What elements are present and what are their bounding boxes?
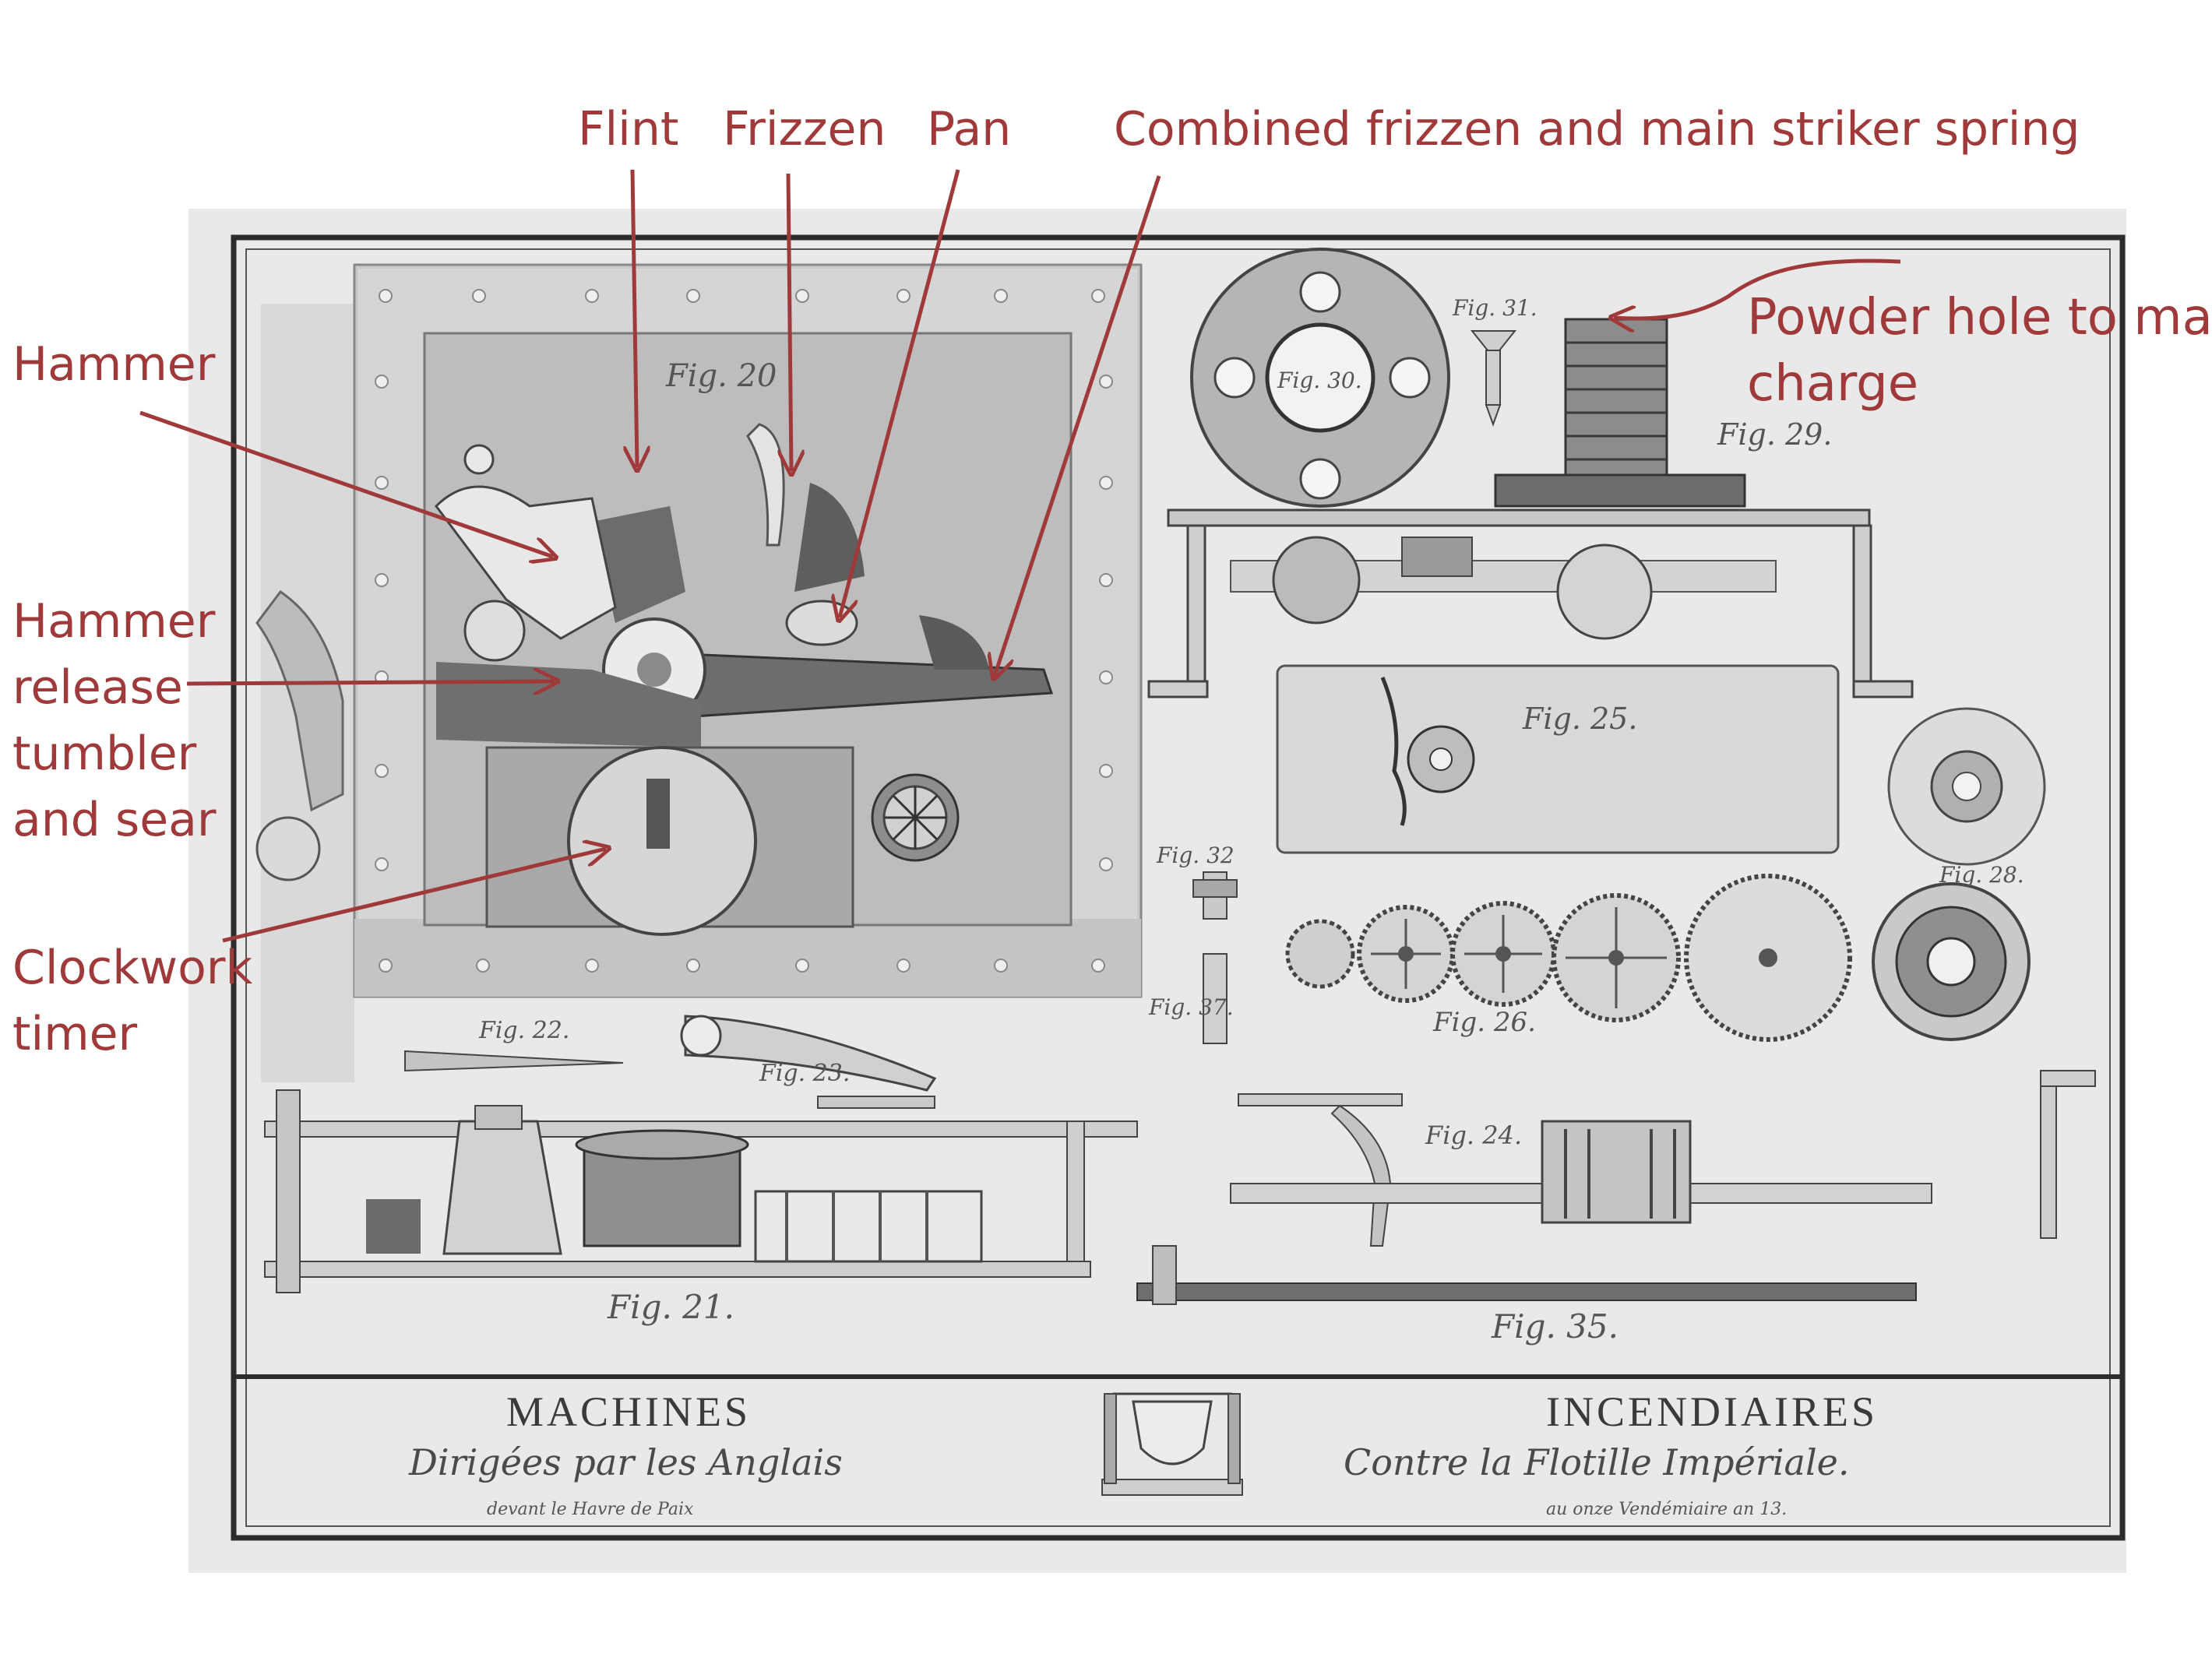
fig26-label: Fig. 26.	[1433, 1007, 1536, 1038]
label-powder-2: charge	[1747, 355, 1919, 413]
fig37-label: Fig. 37.	[1149, 994, 1234, 1020]
fig26-gear-train	[1285, 874, 1852, 1042]
fig31-screw	[1470, 330, 1517, 427]
frizzen-arrow	[788, 173, 791, 471]
plate-subtitle-right: Contre la Flotille Impériale.	[1344, 1441, 1850, 1483]
annotation-arrows	[139, 169, 1901, 943]
plate-note-left: devant le Havre de Paix	[487, 1500, 694, 1519]
pan-arrow	[840, 169, 960, 617]
label-spring: Combined frizzen and main striker spring	[1114, 102, 2080, 157]
plate-subtitle-left: Dirigées par les Anglais	[409, 1441, 843, 1483]
outer-border	[231, 234, 2126, 1541]
fig30-round-plate	[1190, 248, 1450, 508]
inner-border	[245, 248, 2111, 1527]
label-frizzen: Frizzen	[723, 102, 886, 157]
release-arrow	[186, 681, 555, 684]
plate-note-right: au onze Vendémiaire an 13.	[1546, 1500, 1788, 1519]
title-cartouche	[1101, 1392, 1243, 1496]
powder-hole-arrow	[1614, 259, 1901, 318]
label-release-3: tumbler	[12, 726, 197, 781]
fig32-label: Fig. 32	[1157, 843, 1235, 868]
fig28-wheels	[1872, 707, 2046, 1041]
plate-title-left: MACHINES	[506, 1388, 752, 1435]
fig29-label: Fig. 29.	[1717, 417, 1833, 452]
fig23-label: Fig. 23.	[759, 1060, 851, 1087]
hammer-arrow	[139, 410, 553, 557]
fig25-label: Fig. 25.	[1523, 702, 1638, 736]
fig20-lock-plate	[255, 263, 1143, 1082]
fig25-plate	[1276, 664, 1840, 854]
fig24-fig35-assembly	[1136, 1070, 2096, 1305]
fig21-label: Fig. 21.	[608, 1288, 734, 1326]
fig29-bracket	[1147, 508, 1914, 698]
fig32-fig37-parts	[1192, 871, 1238, 1044]
label-clockwork-1: Clockwork	[12, 941, 253, 995]
fig21-clockwork-side	[264, 1089, 1138, 1293]
fig35-label: Fig. 35.	[1492, 1307, 1618, 1346]
spring-arrow	[995, 175, 1161, 676]
fig24-label: Fig. 24.	[1425, 1120, 1523, 1150]
fig31-label: Fig. 31.	[1453, 295, 1537, 321]
fig30-label: Fig. 30.	[1277, 368, 1362, 393]
label-release-4: and sear	[12, 793, 217, 847]
flint-arrow	[632, 169, 637, 467]
label-hammer: Hammer	[12, 337, 216, 392]
fig28-label: Fig. 28.	[1939, 862, 2024, 888]
label-pan: Pan	[927, 102, 1012, 157]
fig22-label: Fig. 22.	[479, 1017, 570, 1044]
clockwork-arrow	[222, 849, 606, 943]
fig20-label: Fig. 20	[666, 358, 777, 394]
label-release-2: release	[12, 660, 183, 715]
label-powder-1: Powder hole to mai	[1747, 289, 2212, 347]
fig29-charge-tube	[1494, 318, 1746, 508]
plate-title-right: INCENDIAIRES	[1546, 1388, 1878, 1435]
label-clockwork-2: timer	[12, 1007, 138, 1061]
label-flint: Flint	[578, 102, 679, 157]
label-release-1: Hammer	[12, 594, 216, 649]
fig22-fig23-lever	[404, 1015, 937, 1109]
